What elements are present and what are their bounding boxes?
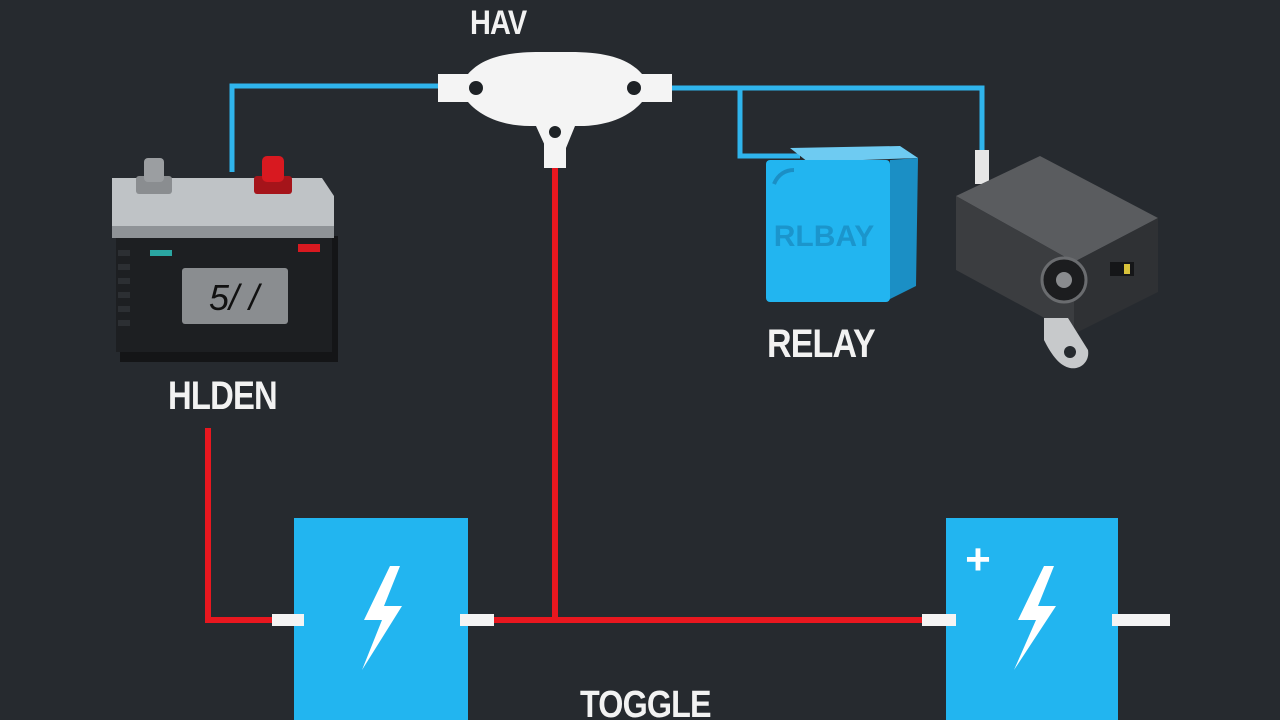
battery-teal-indicator	[150, 250, 172, 256]
fuse-holder	[438, 52, 672, 168]
label-bottom: TOGGLE	[580, 684, 712, 720]
battery-positive-terminal	[254, 156, 292, 194]
fuse-screw-left	[469, 81, 483, 95]
module-top	[956, 156, 1158, 262]
switch-left-terminal-right	[460, 614, 494, 626]
label-battery: HLDEN	[168, 374, 278, 418]
lightning-bolt-icon	[1014, 566, 1056, 670]
module-front	[956, 196, 1074, 334]
module-ring-terminal	[1044, 318, 1089, 369]
switch-right-terminal-left	[922, 614, 956, 626]
blue-wire-to-relay	[737, 88, 800, 159]
switch-right-terminal-right	[1112, 614, 1170, 626]
relay-front	[766, 160, 890, 302]
battery-red-indicator	[298, 244, 320, 252]
switch-left-terminal-left	[272, 614, 304, 626]
gray-module	[956, 156, 1158, 369]
switch-right: +	[922, 518, 1170, 720]
blue-wire-fuse-to-module	[672, 85, 985, 150]
relay-face-text: RLBAY	[774, 220, 875, 253]
red-wire-battery-to-left-switch	[205, 428, 272, 623]
battery-display	[182, 268, 288, 324]
relay-top	[790, 146, 918, 162]
lightning-bolt-icon	[362, 566, 402, 670]
switch-right-plus-sign: +	[965, 535, 991, 584]
module-wire-connector	[975, 150, 989, 184]
switch-left	[272, 518, 494, 720]
relay-side	[888, 158, 918, 300]
label-relay: RELAY	[767, 322, 876, 366]
red-wires	[205, 168, 922, 623]
fuse-screw-right	[627, 81, 641, 95]
blue-wires	[229, 83, 985, 172]
battery-negative-terminal	[136, 158, 172, 194]
blue-wire-battery-to-fuse	[229, 83, 440, 172]
fuse-tab	[544, 140, 566, 168]
module-indicator	[1110, 262, 1134, 276]
relay: RLBAY	[766, 146, 918, 302]
fuse-screw-bottom	[549, 126, 561, 138]
battery-display-text: 5/ /	[209, 277, 263, 318]
label-top: HAV	[470, 4, 527, 42]
battery: 5/ /	[112, 156, 338, 362]
